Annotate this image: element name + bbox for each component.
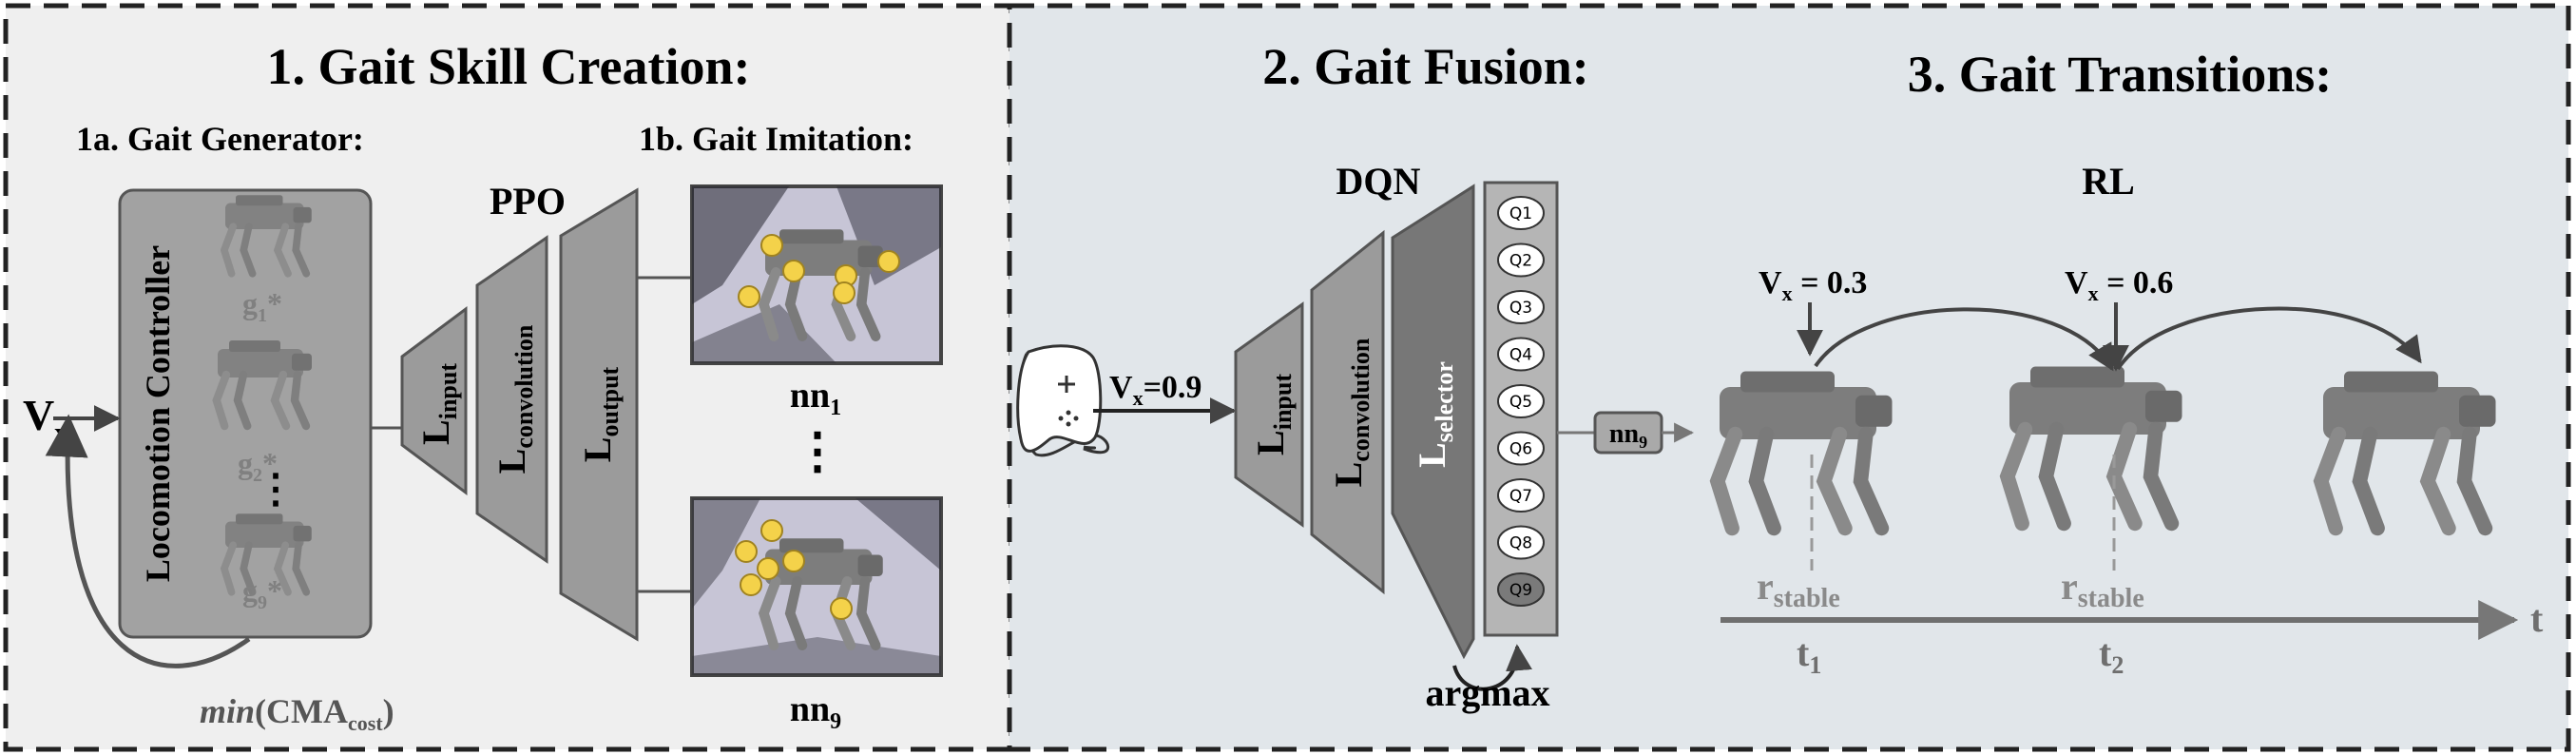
time-axis-label: t	[2530, 597, 2544, 640]
q-value-oval-3	[1497, 290, 1545, 324]
q-value-label-3: Q3	[1509, 299, 1532, 318]
nn-ellipsis: ⋮	[793, 425, 842, 479]
gait-label-1: g1*	[242, 286, 282, 326]
q-value-oval-9	[1497, 572, 1545, 607]
dqn-convolution-layer-label: Lconvolution	[1327, 338, 1375, 487]
ppo-output-layer-label: Loutput	[576, 366, 624, 462]
ppo-convolution-layer-label: Lconvolution	[490, 324, 538, 474]
q-value-oval-2	[1497, 242, 1545, 278]
argmax-loop-arrow	[1452, 644, 1532, 691]
transition-arc-1	[1814, 307, 2114, 372]
q-value-label-6: Q6	[1509, 440, 1532, 459]
vx-03-label: Vx = 0.3	[1759, 265, 1867, 305]
dqn-input-layer-label: Linput	[1249, 374, 1297, 455]
q-value-label-4: Q4	[1509, 346, 1532, 365]
cma-cost-label: min(CMAcost)	[200, 692, 394, 735]
gait-label-9: g9*	[242, 573, 282, 613]
ppo-input-layer-label: Linput	[414, 363, 462, 445]
dqn-convolution-layer	[1310, 229, 1385, 595]
dqn-selector-layer-label: Lselector	[1411, 361, 1458, 468]
dqn-input-layer	[1234, 301, 1304, 528]
dqn-selector-layer	[1391, 184, 1475, 660]
r-stable-2-label: rstable	[2061, 565, 2144, 613]
q-value-oval-8	[1497, 525, 1545, 560]
gamepad-icon	[1016, 344, 1110, 457]
ppo-convolution-layer	[475, 235, 548, 564]
nn1-imitation-image	[690, 184, 943, 365]
gait-generator-label: 1a. Gait Generator:	[76, 120, 364, 158]
q-value-label-5: Q5	[1509, 393, 1532, 412]
gait-imitation-label: 1b. Gait Imitation:	[639, 120, 913, 158]
ppo-label: PPO	[490, 180, 566, 223]
t1-label: t1	[1797, 631, 1821, 679]
gait-ellipsis: ⋮	[256, 468, 296, 512]
vx-06-label: Vx = 0.6	[2065, 265, 2173, 305]
q-value-label-7: Q7	[1509, 487, 1532, 506]
cma-feedback-arrow	[45, 414, 251, 668]
gait-label-2: g2*	[238, 446, 278, 486]
nn1-label: nn1	[790, 376, 841, 420]
nn9-output-label: nn9	[1609, 419, 1647, 452]
dqn-label: DQN	[1336, 160, 1421, 203]
r-stable-1-label: rstable	[1757, 565, 1840, 613]
q-value-label-1: Q1	[1509, 204, 1532, 223]
gait-transitions-title: 3. Gait Transitions:	[1908, 46, 2333, 103]
q-value-oval-1	[1497, 196, 1545, 230]
q-value-oval-7	[1497, 478, 1545, 513]
command-vx-label: Vx=0.9	[1109, 370, 1201, 410]
q-value-oval-6	[1497, 431, 1545, 466]
nn9-label: nn9	[790, 689, 841, 734]
transition-arc-2	[2116, 306, 2422, 371]
ppo-input-layer	[400, 306, 468, 495]
q-value-label-8: Q8	[1509, 534, 1532, 553]
q-value-label-2: Q2	[1509, 252, 1532, 271]
locomotion-controller-label: Locomotion Controller	[139, 245, 177, 582]
t2-label: t2	[2099, 631, 2124, 679]
nn9-imitation-image	[690, 496, 943, 677]
gait-fusion-title: 2. Gait Fusion:	[1262, 38, 1589, 95]
ppo-output-layer	[559, 187, 639, 642]
q-value-label-9: Q9	[1509, 581, 1532, 600]
rl-label: RL	[2082, 160, 2135, 203]
panel-1-title: 1. Gait Skill Creation:	[266, 38, 750, 95]
argmax-label: argmax	[1425, 671, 1549, 714]
q-value-oval-5	[1497, 384, 1545, 418]
q-value-oval-4	[1497, 337, 1545, 372]
